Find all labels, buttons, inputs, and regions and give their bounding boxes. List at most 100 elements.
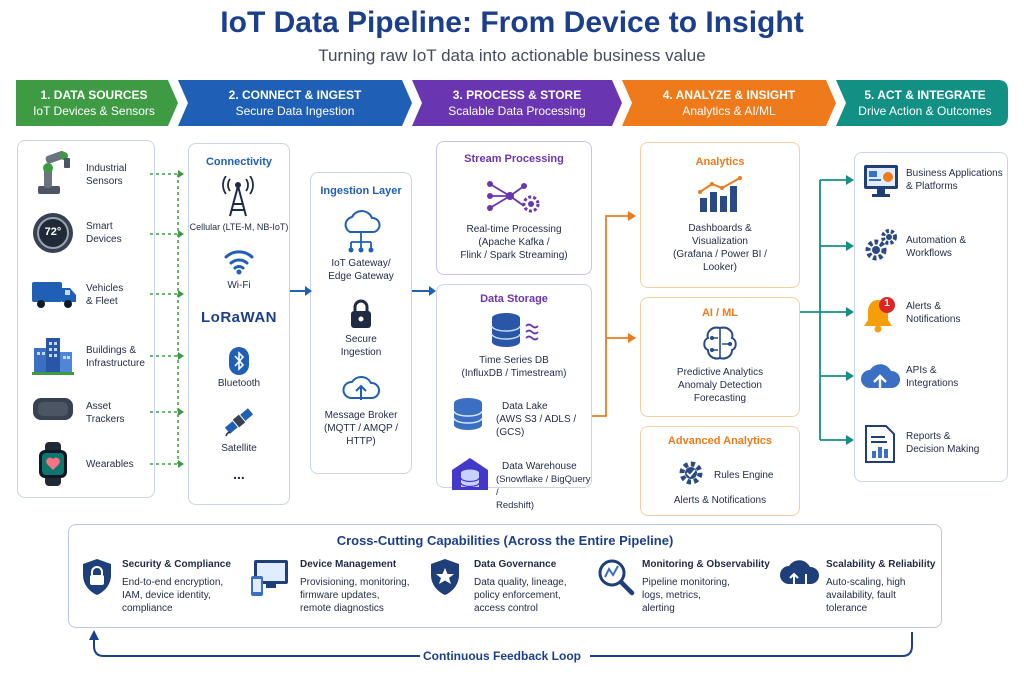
storage-wh-title: Data Warehouse <box>502 461 577 472</box>
thermostat-icon <box>33 213 73 253</box>
source-label-smart: Smart Devices <box>86 221 122 245</box>
buildings-icon <box>32 338 74 375</box>
robot-arm-icon <box>38 150 70 194</box>
bluetooth-icon <box>229 347 249 375</box>
page-title: IoT Data Pipeline: From Device to Insigh… <box>220 6 804 39</box>
report-icon <box>865 425 895 463</box>
brain-icon <box>703 326 737 360</box>
cloud-upload-icon <box>342 376 380 400</box>
storage-wh: (Snowflake / BigQuery / Redshift) <box>496 474 591 511</box>
ingest-label-secure: Secure Ingestion <box>340 334 382 358</box>
storage-title: Data Storage <box>480 293 548 305</box>
source-connectors <box>150 170 184 468</box>
ingest-label-gateway: IoT Gateway/ Edge Gateway <box>328 258 394 282</box>
cross-title-scalability: Scalability & Reliability <box>826 559 936 570</box>
stream-title: Stream Processing <box>464 153 564 165</box>
aiml-title: AI / ML <box>701 307 739 319</box>
stream-label: Real-time Processing (Apache Kafka / Fli… <box>460 224 568 261</box>
cloud-network-icon <box>344 210 381 253</box>
shield-star-icon <box>431 559 459 595</box>
wifi-icon <box>224 250 254 275</box>
lock-icon <box>351 299 371 328</box>
arrow-conn-to-ingest <box>290 286 312 296</box>
cross-desc-security: End-to-end encryption, IAM, device ident… <box>122 577 224 614</box>
bar-chart-icon <box>698 176 742 212</box>
gears-icon <box>865 229 897 261</box>
notification-badge-count: 1 <box>884 298 890 309</box>
rules-gear-icon <box>679 461 703 485</box>
connectivity-title: Connectivity <box>205 156 272 168</box>
satellite-icon <box>224 408 254 437</box>
advanced-alerts: Alerts & Notifications <box>673 495 767 506</box>
analytics-title: Analytics <box>695 156 745 168</box>
feedback-loop-label: Continuous Feedback Loop <box>423 649 581 663</box>
analytics-panel <box>640 142 800 288</box>
conn-more: ... <box>233 466 245 482</box>
cloud-scale-icon <box>780 560 820 592</box>
tracker-icon <box>33 398 73 420</box>
stage-3-arrow <box>412 80 622 126</box>
outcome-label-business: Business Applications & Platforms <box>906 168 1003 192</box>
truck-icon <box>32 282 76 308</box>
cross-desc-monitoring: Pipeline monitoring, logs, metrics, aler… <box>642 577 730 614</box>
cross-cutting-title: Cross-Cutting Capabilities (Across the E… <box>336 533 674 548</box>
sources-panel <box>17 140 155 498</box>
cross-desc-governance: Data quality, lineage, policy enforcemen… <box>474 577 567 614</box>
stream-flow-icon <box>487 181 540 213</box>
outcome-label-reports: Reports & Decision Making <box>906 431 980 455</box>
stage-4-arrow <box>622 80 836 126</box>
cell-tower-icon <box>222 176 254 217</box>
stream-panel <box>436 141 592 275</box>
devices-icon <box>251 560 288 596</box>
analytics-label: Dashboards & Visualization (Grafana / Po… <box>673 223 767 273</box>
conn-label-bluetooth: Bluetooth <box>217 378 261 389</box>
source-label-trackers: Asset Trackers <box>86 401 125 425</box>
ingest-label-broker: Message Broker (MQTT / AMQP / HTTP) <box>323 410 399 447</box>
stage-chevrons <box>16 80 1008 126</box>
cross-title-governance: Data Governance <box>474 559 557 570</box>
process-to-analyze-connector <box>592 211 636 417</box>
storage-lake: (AWS S3 / ADLS / (GCS) <box>496 414 577 438</box>
advanced-rules: Rules Engine <box>714 470 774 481</box>
arrow-ingest-to-process <box>412 286 436 296</box>
advanced-panel <box>640 426 800 516</box>
ingestion-title: Ingestion Layer <box>320 185 402 197</box>
feedback-loop-arrow <box>89 630 913 657</box>
stage-1-arrow <box>16 80 178 126</box>
cloud-api-icon <box>861 364 900 392</box>
thermostat-reading: 72° <box>44 226 62 238</box>
cross-desc-device: Provisioning, monitoring, firmware updat… <box>300 577 410 614</box>
shield-lock-icon <box>83 559 111 595</box>
conn-label-wifi: Wi-Fi <box>227 280 251 291</box>
dashboard-monitor-icon <box>864 165 898 197</box>
outcome-label-automation: Automation & Workflows <box>906 235 967 259</box>
storage-tsdb: Time Series DB (InfluxDB / Timestream) <box>461 355 567 379</box>
smartwatch-icon <box>39 442 67 486</box>
page-subtitle: Turning raw IoT data into actionable bus… <box>318 46 706 65</box>
source-label-vehicles: Vehicles & Fleet <box>86 283 124 307</box>
database-icon <box>491 313 539 347</box>
analyze-to-act-connector <box>800 175 854 445</box>
source-label-industrial: Industrial Sensors <box>86 163 127 187</box>
lorawan-logo: LoRaWAN <box>201 309 277 326</box>
source-label-buildings: Buildings & Infrastructure <box>86 345 145 369</box>
storage-lake-title: Data Lake <box>502 401 548 412</box>
cross-title-security: Security & Compliance <box>122 559 231 570</box>
outcome-label-apis: APIs & Integrations <box>906 365 959 389</box>
conn-label-satellite: Satellite <box>221 443 257 454</box>
aiml-label: Predictive Analytics Anomaly Detection F… <box>676 367 764 404</box>
source-label-wearables: Wearables <box>86 459 134 470</box>
stage-5-arrow <box>836 80 1008 126</box>
advanced-title: Advanced Analytics <box>667 435 773 447</box>
conn-label-cellular: Cellular (LTE-M, NB-IoT) <box>189 222 289 232</box>
stage-2-arrow <box>178 80 412 126</box>
outcome-label-alerts: Alerts & Notifications <box>906 301 961 325</box>
cross-title-monitoring: Monitoring & Observability <box>642 559 770 570</box>
cross-desc-scalability: Auto-scaling, high availability, fault t… <box>826 577 906 614</box>
cross-title-device: Device Management <box>300 559 397 570</box>
